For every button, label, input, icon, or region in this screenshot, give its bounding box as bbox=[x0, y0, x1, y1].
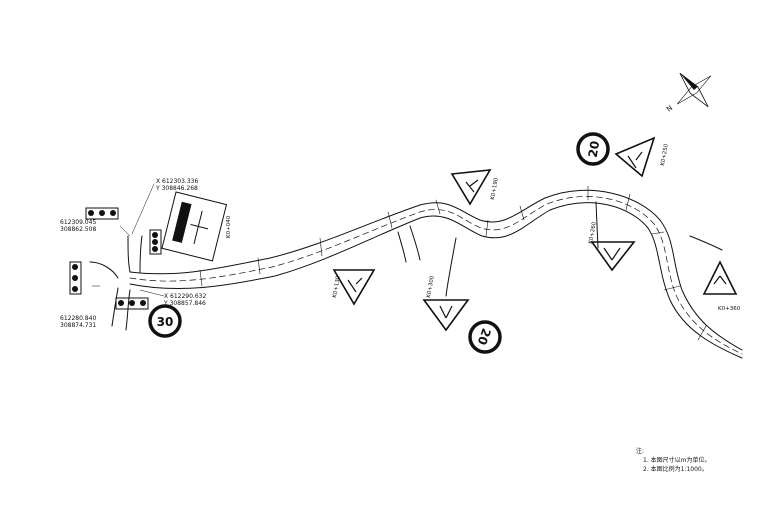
warning-sign-icon bbox=[614, 136, 656, 178]
branch-road bbox=[409, 225, 421, 261]
speed-limit-sign: 20 bbox=[576, 132, 610, 166]
branch-road bbox=[397, 231, 407, 263]
coord-x: X 612303.336 bbox=[156, 178, 198, 185]
warning-sign-icon bbox=[590, 241, 636, 272]
notes-heading: 注: bbox=[636, 448, 645, 455]
branch-road bbox=[595, 201, 599, 249]
svg-text:20: 20 bbox=[475, 326, 494, 346]
side-road bbox=[127, 235, 131, 273]
svg-text:K0+300: K0+300 bbox=[426, 275, 436, 298]
north-arrow-icon bbox=[676, 72, 712, 108]
note-item: 1. 本图尺寸以m为单位。 bbox=[643, 457, 711, 464]
svg-text:K0+250: K0+250 bbox=[660, 143, 670, 166]
road-centerline bbox=[129, 196, 743, 355]
note-item: 2. 本图比例为1:1000。 bbox=[643, 466, 708, 473]
road-edge-lower bbox=[129, 202, 743, 359]
speed-limit-sign: 20 bbox=[468, 320, 502, 354]
svg-text:20: 20 bbox=[586, 140, 603, 159]
coord-y: Y 308857.846 bbox=[163, 300, 206, 307]
side-road bbox=[125, 289, 131, 331]
station-ticks bbox=[199, 185, 707, 341]
warning-signs bbox=[332, 136, 738, 332]
road-edge-upper bbox=[129, 189, 743, 351]
side-road bbox=[111, 287, 119, 327]
speed-limit-sign: 30 bbox=[148, 304, 182, 338]
traffic-signals bbox=[69, 207, 162, 310]
svg-text:K0+360: K0+360 bbox=[718, 306, 741, 312]
branch-road bbox=[445, 237, 457, 297]
coord-x: X 612290.632 bbox=[164, 293, 206, 300]
svg-text:K0+260: K0+260 bbox=[588, 221, 598, 244]
warning-sign-icon bbox=[422, 299, 470, 332]
coord-y: 308862.508 bbox=[60, 226, 96, 233]
branch-road bbox=[689, 235, 723, 251]
info-board bbox=[161, 191, 228, 262]
svg-text:K0+190: K0+190 bbox=[490, 177, 500, 200]
svg-text:K0+130: K0+130 bbox=[332, 275, 342, 298]
drawing-notes: 注: 1. 本图尺寸以m为单位。 2. 本图比例为1:1000。 bbox=[636, 447, 710, 474]
side-road bbox=[89, 261, 119, 279]
svg-text:K0+040: K0+040 bbox=[226, 215, 232, 238]
coord-y: 308874.731 bbox=[60, 322, 96, 329]
warning-sign-icon bbox=[332, 269, 376, 306]
svg-text:30: 30 bbox=[157, 315, 174, 329]
station-labels: K0+040 K0+130 K0+190 K0+250 K0+260 K0+30… bbox=[226, 143, 741, 312]
warning-sign-icon bbox=[450, 169, 492, 206]
coord-x: 612309.045 bbox=[60, 219, 96, 226]
side-road bbox=[139, 235, 143, 273]
coord-x: 612280.840 bbox=[60, 315, 96, 322]
warning-sign-icon bbox=[702, 260, 738, 295]
coord-y: Y 308846.268 bbox=[155, 185, 198, 192]
coordinate-labels: X 612303.336 Y 308846.268 612309.045 308… bbox=[60, 178, 206, 329]
compass-label: N bbox=[665, 104, 674, 114]
